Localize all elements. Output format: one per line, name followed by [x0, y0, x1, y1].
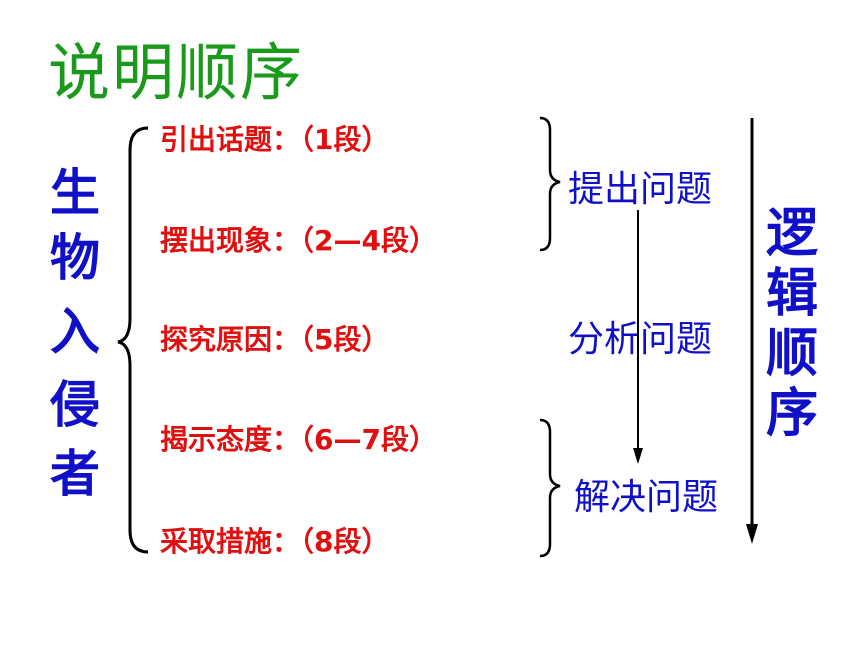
item-label: 摆出现象：	[160, 224, 301, 257]
stage-analyze: 分析问题	[568, 319, 713, 360]
item-para: （1段）	[300, 123, 390, 156]
topic-char: 侵	[50, 376, 100, 434]
item-para: （8段）	[300, 525, 390, 558]
order-char: 序	[766, 384, 819, 444]
order-arrow-head	[746, 524, 758, 544]
item-para: （6—7段）	[300, 423, 437, 456]
item-label: 揭示态度：	[160, 423, 301, 456]
stage-raise: 提出问题	[568, 169, 713, 210]
item-label: 引出话题：	[160, 123, 301, 156]
topic-char: 入	[50, 303, 100, 361]
diagram-title: 说明顺序	[48, 36, 305, 109]
left-brace	[117, 126, 149, 554]
flow-arrow-head	[633, 448, 643, 464]
order-char: 辑	[766, 264, 819, 324]
item-row: 揭示态度：（6—7段）	[160, 418, 437, 458]
item-label: 采取措施：	[160, 525, 301, 558]
order-char: 逻	[766, 204, 819, 264]
stage-solve: 解决问题	[574, 477, 719, 518]
item-label: 探究原因：	[160, 323, 301, 356]
upper-brace	[539, 116, 561, 252]
topic-char: 者	[50, 445, 100, 503]
item-para: （5段）	[300, 323, 390, 356]
item-row: 摆出现象：（2—4段）	[160, 219, 437, 259]
topic-char: 生	[50, 164, 100, 222]
lower-brace	[539, 418, 561, 558]
item-row: 探究原因：（5段）	[160, 318, 390, 358]
order-char: 顺	[766, 324, 819, 384]
topic-char: 物	[50, 229, 100, 287]
item-row: 引出话题：（1段）	[160, 118, 390, 158]
item-para: （2—4段）	[300, 224, 437, 257]
item-row: 采取措施：（8段）	[160, 520, 390, 560]
